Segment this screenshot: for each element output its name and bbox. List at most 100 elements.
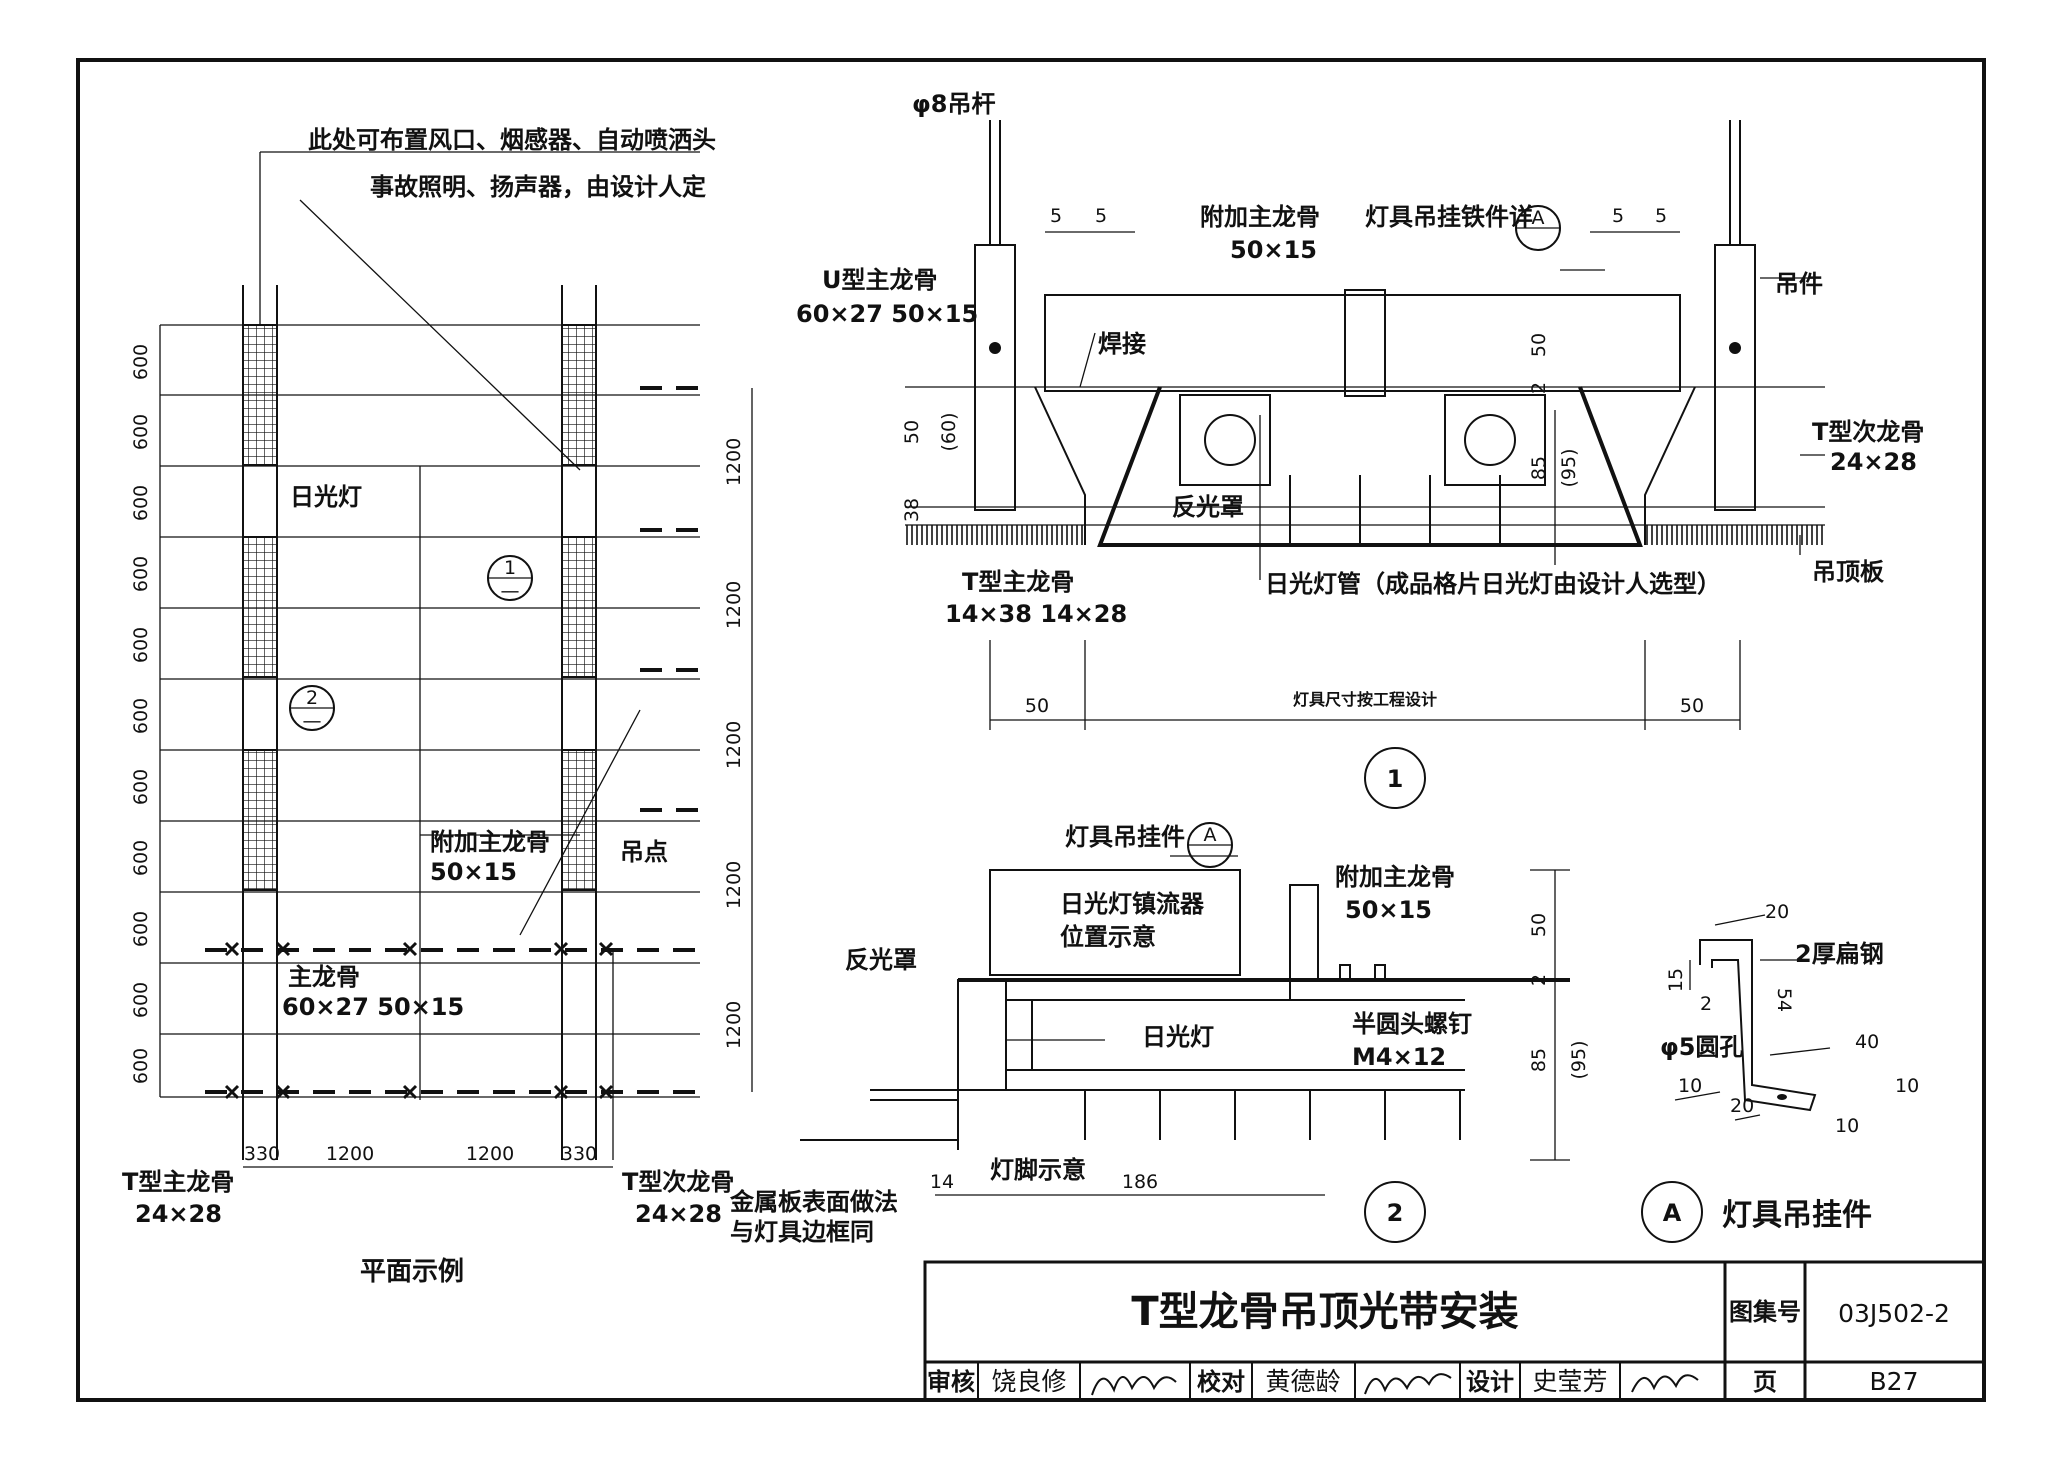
plan-main-keel-size: 60×27 50×15 <box>282 993 464 1021</box>
row-dim: 600 <box>130 840 152 876</box>
s1-dim-5: 5 <box>1095 205 1107 227</box>
s2-screw-size: M4×12 <box>1352 1043 1446 1071</box>
s2-foot-label: 灯脚示意 <box>990 1156 1086 1184</box>
plan-group-dims: 1200 1200 1200 1200 1200 <box>723 388 753 1092</box>
group-dim: 1200 <box>723 438 745 486</box>
row-dim: 600 <box>130 414 152 450</box>
s1-dim-right: 50 <box>1680 695 1704 717</box>
bottom-dim: 1200 <box>466 1143 514 1165</box>
da-hole-label: φ5圆孔 <box>1660 1033 1743 1061</box>
s1-weld-label: 焊接 <box>1098 330 1146 358</box>
s2-metal-line2: 与灯具边框同 <box>730 1218 874 1246</box>
s1-dim-5: 5 <box>1655 205 1667 227</box>
s1-hanger-label: 吊件 <box>1775 270 1823 298</box>
page-label: 页 <box>1753 1368 1777 1396</box>
design-label: 设计 <box>1466 1368 1514 1396</box>
s1-t-sec-size: 24×28 <box>1830 448 1917 476</box>
s1-dim-60: (60) <box>938 412 960 451</box>
row-dim: 600 <box>130 485 152 521</box>
section-2: 灯具吊挂件 A 日光灯镇流器 位置示意 附加主龙骨 50×15 反光罩 日光灯 … <box>729 822 1590 1246</box>
s1-dim-50: 50 <box>901 420 923 444</box>
s2-extra-keel-size: 50×15 <box>1345 896 1432 924</box>
row-dim: 600 <box>130 911 152 947</box>
da-title: 灯具吊挂件 <box>1722 1198 1872 1233</box>
page-value: B27 <box>1870 1367 1919 1396</box>
plan-fluorescent-label: 日光灯 <box>290 483 362 511</box>
drawing-title: T型龙骨吊顶光带安装 <box>1131 1289 1518 1335</box>
plan-note-line2: 事故照明、扬声器，由设计人定 <box>370 173 706 201</box>
svg-text:—: — <box>303 710 322 732</box>
da-dim-2: 2 <box>1700 993 1712 1015</box>
review-label: 审核 <box>927 1368 975 1396</box>
svg-text:A: A <box>1204 824 1217 846</box>
plan-light-panels <box>242 324 597 891</box>
svg-text:2: 2 <box>306 687 318 709</box>
s1-t-sec-label: T型次龙骨 <box>1812 418 1924 446</box>
row-dim: 600 <box>130 556 152 592</box>
plan-main-keel-label: 主龙骨 <box>288 963 360 991</box>
s1-dim-2: 2 <box>1528 382 1550 394</box>
s1-dim-38: 38 <box>901 498 923 522</box>
s1-detail-ref-a: A <box>1515 205 1561 251</box>
plan-t-sec-label: T型次龙骨 <box>622 1168 734 1196</box>
designer-name: 史莹芳 <box>1532 1367 1607 1396</box>
reviewer-name: 饶良修 <box>991 1367 1066 1396</box>
s2-detail-ref-a: A <box>1187 822 1233 868</box>
group-dim: 1200 <box>723 861 745 909</box>
s1-extra-keel-size: 50×15 <box>1230 236 1317 264</box>
s2-ballast-line1: 日光灯镇流器 <box>1060 890 1205 918</box>
row-dim: 600 <box>130 1048 152 1084</box>
plan-note-line1: 此处可布置风口、烟感器、自动喷洒头 <box>308 126 716 154</box>
svg-text:A: A <box>1663 1199 1682 1227</box>
row-dim: 600 <box>130 698 152 734</box>
da-dim-20b: 20 <box>1730 1095 1754 1117</box>
plan-t-main-label: T型主龙骨 <box>122 1168 234 1196</box>
plan-main-keels <box>205 386 700 1094</box>
svg-text:1: 1 <box>1387 765 1404 793</box>
svg-text:2: 2 <box>1387 1199 1404 1227</box>
checker-name: 黄德龄 <box>1265 1367 1340 1396</box>
atlas-value: 03J502-2 <box>1838 1299 1950 1328</box>
plan-callout-1: 1 — <box>487 555 533 602</box>
s2-hanger-label: 灯具吊挂件 <box>1065 823 1185 851</box>
group-dim: 1200 <box>723 1001 745 1049</box>
group-dim: 1200 <box>723 721 745 769</box>
plan-hang-point-label: 吊点 <box>620 838 668 866</box>
da-dim-54: 54 <box>1773 988 1795 1012</box>
s1-dim-95: (95) <box>1558 448 1580 487</box>
title-block: T型龙骨吊顶光带安装 图集号 03J502-2 审核 饶良修 校对 黄德龄 设计… <box>923 1260 1986 1402</box>
s2-reflector-label: 反光罩 <box>845 946 917 974</box>
bottom-dim: 330 <box>561 1143 597 1165</box>
s1-dim-5: 5 <box>1050 205 1062 227</box>
svg-text:A: A <box>1532 207 1545 229</box>
s2-dim-186: 186 <box>1122 1171 1158 1193</box>
s1-dim-left: 50 <box>1025 695 1049 717</box>
s1-number: 1 <box>1364 747 1426 809</box>
s1-dim-50v: 50 <box>1528 333 1550 357</box>
plan-extra-keel-size: 50×15 <box>430 858 517 886</box>
plan-t-sec-size: 24×28 <box>635 1200 722 1228</box>
s2-metal-line1: 金属板表面做法 <box>729 1188 898 1216</box>
s2-dim-50: 50 <box>1528 913 1550 937</box>
da-plate-label: 2厚扁钢 <box>1795 940 1884 968</box>
row-dim: 600 <box>130 344 152 380</box>
da-dim-15: 15 <box>1665 968 1687 992</box>
plan-row-dims: 600 600 600 600 600 600 600 600 600 600 … <box>130 325 161 1097</box>
plan-callout-2: 2 — <box>289 685 335 732</box>
row-dim: 600 <box>130 769 152 805</box>
s1-t-main-label: T型主龙骨 <box>962 568 1074 596</box>
s1-dim-85: 85 <box>1528 456 1550 480</box>
reviewer-signature <box>1091 1376 1177 1396</box>
plan-caption: 平面示例 <box>360 1257 464 1287</box>
s1-u-keel-size: 60×27 50×15 <box>796 300 978 328</box>
bottom-dim: 1200 <box>326 1143 374 1165</box>
detail-a: 20 2厚扁钢 15 2 54 φ5圆孔 40 10 20 10 10 A 灯具… <box>1641 901 1919 1243</box>
group-dim: 1200 <box>723 581 745 629</box>
plan-view: 600 600 600 600 600 600 600 600 600 600 … <box>122 126 753 1287</box>
s1-rod-label: φ8吊杆 <box>912 90 995 118</box>
s1-board-label: 吊顶板 <box>1812 558 1885 586</box>
s2-screw-label: 半圆头螺钉 <box>1352 1010 1472 1038</box>
plan-extra-keel-label: 附加主龙骨 <box>430 828 550 856</box>
da-ref: A <box>1641 1181 1703 1243</box>
